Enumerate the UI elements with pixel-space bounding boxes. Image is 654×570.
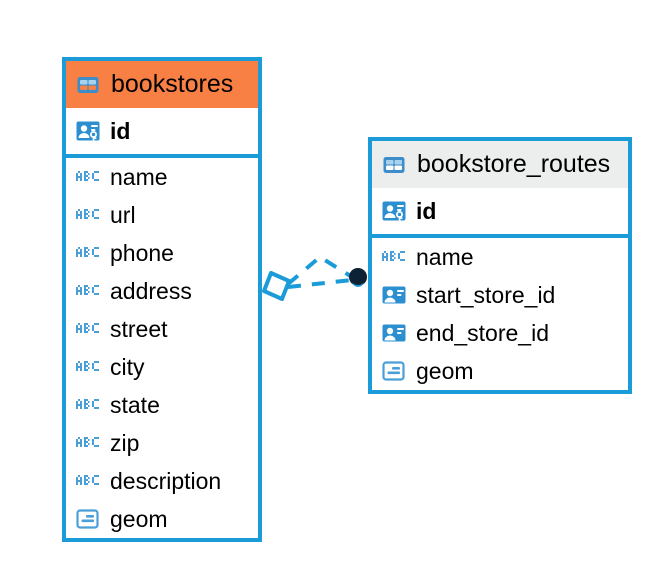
field-row[interactable]: url [66,196,258,234]
field-row[interactable]: state [66,386,258,424]
geometry-type-icon [76,509,99,529]
field-row[interactable]: city [66,348,258,386]
field-label: geom [110,505,168,532]
field-row[interactable]: id [372,188,628,234]
entity-bookstores[interactable]: bookstores id [62,57,262,542]
field-label: end_store_id [416,319,549,346]
field-label: address [110,277,192,304]
field-row[interactable]: id [66,108,258,154]
field-label: name [110,163,168,190]
entity-bookstores-pk-section: id [66,108,258,158]
entity-bookstores-fields: name url [66,158,258,538]
field-row[interactable]: description [66,462,258,500]
filled-circle-marker-accent-icon [352,275,364,287]
entity-bookstore-routes-fields: name start_store_id [372,238,628,390]
table-icon [383,156,405,173]
text-type-icon [76,475,99,485]
field-label: phone [110,239,174,266]
geometry-type-icon [382,361,405,381]
field-row[interactable]: zip [66,424,258,462]
relationship-line-lower [287,278,353,289]
field-row[interactable]: start_store_id [372,276,628,314]
field-row[interactable]: address [66,272,258,310]
field-row[interactable]: end_store_id [372,314,628,352]
relationship-line-upper [286,254,354,286]
filled-circle-marker-icon [349,268,367,286]
entity-bookstore-routes-title: bookstore_routes [417,150,611,178]
field-row[interactable]: geom [372,352,628,390]
entity-bookstores-title: bookstores [111,70,234,98]
foreign-key-icon [382,324,406,342]
text-type-icon [382,251,405,261]
table-icon [77,76,99,93]
field-label: city [110,353,145,380]
field-label: street [110,315,168,342]
entity-bookstores-header[interactable]: bookstores [66,61,258,108]
entity-bookstore-routes[interactable]: bookstore_routes id [368,137,632,394]
field-label: description [110,467,222,494]
text-type-icon [76,437,99,447]
text-type-icon [76,285,99,295]
field-row[interactable]: phone [66,234,258,272]
field-row[interactable]: name [372,238,628,276]
text-type-icon [76,323,99,333]
field-row[interactable]: geom [66,500,258,538]
primary-key-icon [76,121,100,141]
field-label: zip [110,429,140,456]
field-row[interactable]: street [66,310,258,348]
filled-circle-marker-core-icon [350,269,366,285]
field-label: id [110,117,131,144]
primary-key-icon [382,201,406,221]
text-type-icon [76,361,99,371]
field-label: start_store_id [416,281,556,308]
diamond-marker-icon [262,271,291,301]
field-label: id [416,197,437,224]
foreign-key-icon [382,286,406,304]
entity-bookstore-routes-header[interactable]: bookstore_routes [372,141,628,188]
text-type-icon [76,247,99,257]
field-label: state [110,391,160,418]
field-row[interactable]: name [66,158,258,196]
field-label: geom [416,357,474,384]
field-label: name [416,243,474,270]
text-type-icon [76,171,99,181]
entity-bookstore-routes-pk-section: id [372,188,628,238]
field-label: url [110,201,136,228]
text-type-icon [76,209,99,219]
text-type-icon [76,399,99,409]
